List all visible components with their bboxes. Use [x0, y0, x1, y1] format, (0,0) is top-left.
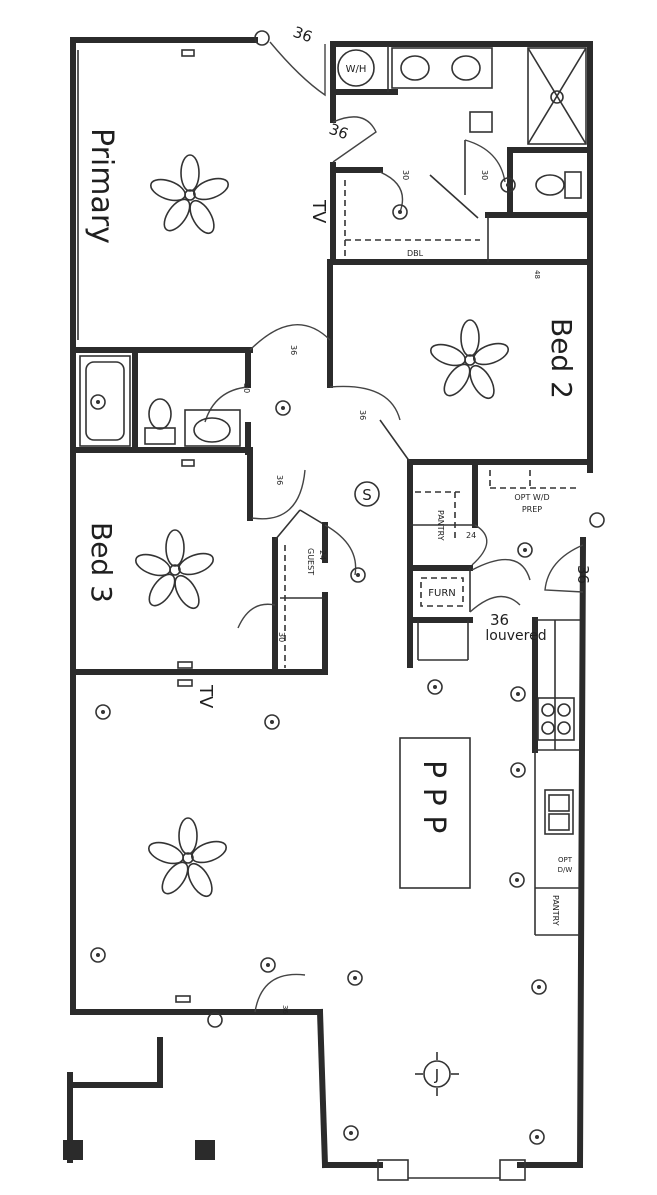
opt-wd-label: OPT W/D	[514, 493, 549, 502]
light-icon	[510, 686, 526, 702]
water-heater-label: W/H	[346, 64, 367, 75]
guest-label: GUEST	[306, 548, 315, 575]
toilet-icon	[144, 398, 176, 445]
double-vanity-sinks-icon	[391, 47, 493, 89]
exterior-light-icon	[207, 30, 605, 1028]
bathtub-icon	[79, 355, 131, 447]
door-width-label: 36	[490, 611, 509, 629]
smoke-detector-label: S	[362, 486, 372, 504]
room-label-primary: Primary	[84, 128, 119, 244]
door-width-label: 24	[466, 531, 476, 540]
chandelier-label: J	[434, 1066, 439, 1084]
light-icon	[90, 947, 106, 963]
annotation-labels: W/H TV TV DBL PANTRY OPT W/D PREP FURN G…	[195, 64, 573, 926]
door-swings	[204, 41, 584, 1013]
light-icon	[95, 704, 111, 720]
kitchen-island	[399, 737, 471, 889]
door-width-label: 36	[291, 23, 315, 46]
dbl-closet-label: DBL	[407, 249, 424, 258]
room-labels: Primary Bed 2 Bed 3	[84, 128, 578, 603]
light-icon	[343, 1125, 359, 1141]
door-width-label: 36	[358, 410, 367, 420]
interior-walls	[63, 41, 593, 1163]
light-icon	[517, 542, 533, 558]
light-icon	[350, 567, 366, 583]
window-indicators	[77, 49, 195, 1003]
door-width-label: 30	[242, 383, 251, 393]
island-label: P P P	[416, 760, 451, 833]
pantry-kitchen-label: PANTRY	[551, 895, 560, 926]
door-width-label: 36	[327, 120, 351, 143]
light-icon	[529, 1129, 545, 1145]
pantry-upper-label: PANTRY	[436, 510, 445, 541]
room-label-bed3: Bed 3	[85, 522, 118, 603]
light-icon	[510, 762, 526, 778]
tv-label-primary: TV	[308, 199, 329, 224]
opt-label: OPT	[558, 856, 573, 864]
door-width-label: 36	[275, 475, 284, 485]
door-width-label: 36	[574, 565, 592, 584]
light-icon	[531, 979, 547, 995]
toilet-icon	[535, 171, 582, 199]
light-icon	[90, 394, 106, 410]
vanity-sink-icon	[184, 409, 241, 447]
ceiling-fan-icon	[148, 817, 227, 898]
door-width-label: 24	[318, 550, 327, 560]
dw-label: D/W	[558, 866, 573, 874]
lavatory-icon	[469, 111, 493, 133]
shower-icon	[527, 47, 587, 145]
tv-label-living: TV	[195, 684, 216, 709]
room-label-bed2: Bed 2	[545, 318, 578, 399]
light-icon	[392, 204, 408, 220]
smoke-detector-icon: S	[354, 481, 380, 507]
light-icon	[509, 872, 525, 888]
light-icon	[260, 957, 276, 973]
door-width-label: 30	[480, 170, 489, 180]
door-width-label: 36	[281, 1005, 289, 1014]
light-icon	[500, 177, 516, 193]
prep-label: PREP	[522, 505, 542, 514]
ceiling-fan-icon	[430, 319, 509, 400]
exterior-walls	[70, 37, 593, 1181]
light-icon	[427, 679, 443, 695]
light-icon	[264, 714, 280, 730]
ceiling-fan-icon	[135, 529, 214, 610]
water-heater-icon	[337, 49, 375, 87]
door-width-label: 48	[533, 270, 541, 279]
door-width-labels: 36 36 30 30 48 36 30 36 36 24 24 36 36 3…	[242, 23, 592, 1015]
door-width-label: 30	[277, 632, 286, 642]
door-width-label: 36	[289, 345, 298, 355]
light-icon	[275, 400, 291, 416]
recessed-lights	[90, 177, 547, 1145]
cooktop-icon	[537, 697, 575, 741]
fixtures	[77, 47, 587, 1003]
ceiling-fan-icon	[150, 154, 229, 235]
light-icon	[347, 970, 363, 986]
door-width-label: 30	[401, 170, 410, 180]
chandelier-icon: J	[415, 1052, 459, 1096]
louvered-label: louvered	[485, 628, 546, 644]
kitchen-sink-icon	[544, 789, 574, 835]
furn-label: FURN	[428, 588, 456, 599]
